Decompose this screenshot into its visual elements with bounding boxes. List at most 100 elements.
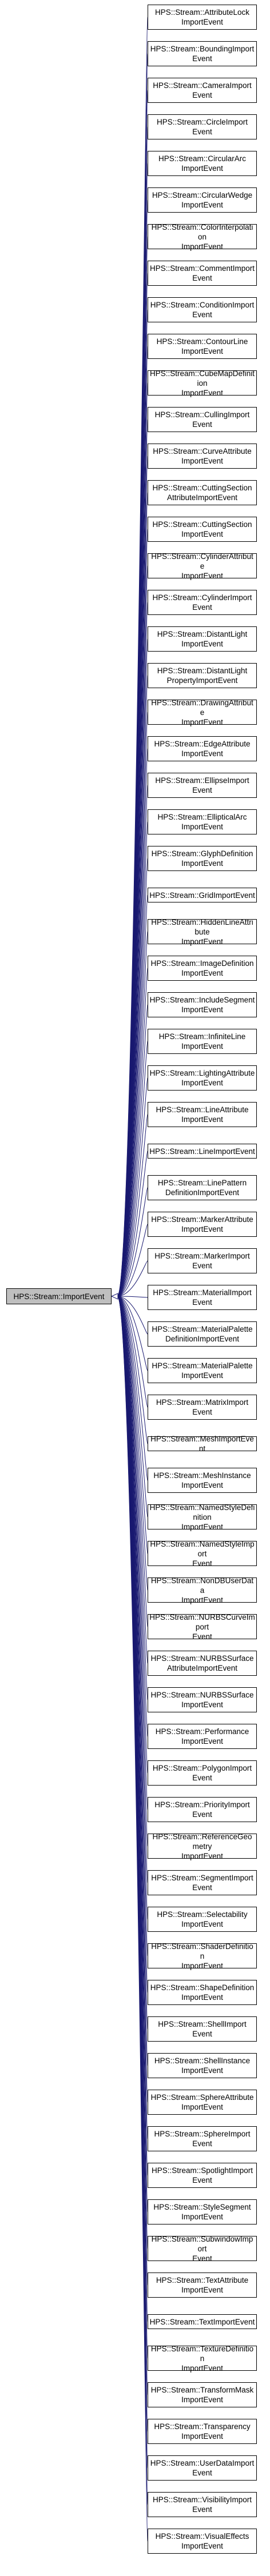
inheritance-edge — [117, 1296, 148, 1591]
derived-class-node[interactable]: HPS::Stream::TextImportEvent — [148, 2314, 257, 2329]
class-name-line: HPS::Stream::MaterialPalette — [152, 1361, 253, 1370]
class-name-line: HPS::Stream::LineImportEvent — [149, 1147, 255, 1156]
class-name-line: HPS::Stream::MatrixImport — [156, 1398, 249, 1407]
derived-class-node[interactable]: HPS::Stream::GridImportEvent — [148, 888, 257, 902]
class-name-line: HPS::Stream::Performance — [155, 1727, 249, 1736]
class-name-line: ImportEvent — [181, 571, 223, 580]
class-name-line: Event — [192, 274, 212, 282]
class-name-line: ImportEvent — [181, 822, 223, 831]
base-class-node[interactable]: HPS::Stream::ImportEvent — [6, 1288, 112, 1304]
class-name-line: ImportEvent — [181, 201, 223, 209]
inheritance-edge — [117, 1296, 148, 1408]
class-name-line: HPS::Stream::CameraImport — [153, 81, 252, 90]
class-name-line: DefinitionImportEvent — [165, 1335, 240, 1343]
class-name-line: HPS::Stream::EllipticalArc — [157, 813, 247, 821]
derived-class-node[interactable]: HPS::Stream::LineImportEvent — [148, 1144, 257, 1159]
class-name-line: HPS::Stream::NamedStyleDefinition — [149, 1503, 255, 1521]
class-name-line: HPS::Stream::LinePattern — [157, 1179, 247, 1187]
class-name-line: ImportEvent — [181, 347, 223, 356]
inheritance-edges — [110, 17, 148, 2542]
class-name-line: Event — [192, 1883, 212, 1892]
derived-class-node[interactable]: HPS::Stream::MeshImportEvent — [148, 1435, 257, 1453]
class-name-line: HPS::Stream::DistantLight — [157, 666, 248, 675]
